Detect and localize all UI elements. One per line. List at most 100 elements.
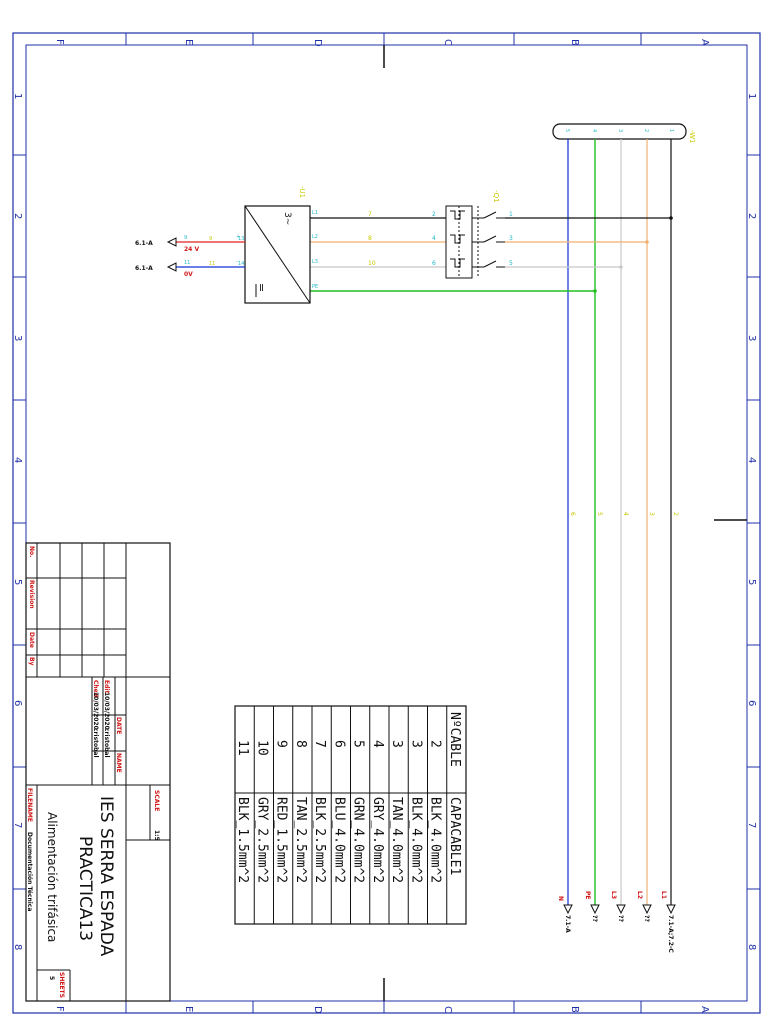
drawing-frame [12,32,761,1014]
ched-by: cristobal [92,728,99,758]
sheets-value: 5 [48,976,55,980]
breaker-pin-2: 2 [432,211,436,218]
breaker-pin-1: 1 [509,211,513,218]
row-label-left-1: 1 [12,93,23,99]
rev-header-revision: Revision [28,580,35,609]
breaker-pin-6: 6 [432,260,436,267]
school-name: IES SERRA ESPADA [96,796,116,957]
dc-wire-number-9: 9 [209,236,212,242]
breaker-tag: -Q1 [492,190,500,203]
dc-voltage-24v: 24 V [184,246,199,253]
row-label-left-8: 8 [12,944,23,950]
cable-table-cell-type: BLK_2.5mm^2 [312,797,327,883]
dc-voltage-0v: 0V [184,271,193,278]
row-label-left-3: 3 [12,335,23,341]
cable-table-cell-type: BLK_4.0mm^2 [428,797,443,883]
breaker-pin-4: 4 [432,235,436,242]
output-label-pe: PE [584,891,591,900]
ched-date: 10/03/2020 [92,692,99,730]
row-label-right-2: 2 [746,213,757,219]
cable-table-cell-type: GRY_2.5mm^2 [254,797,269,883]
col-label-top-b: B [569,39,580,46]
cable-table-cell-type: BLU_4.0mm^2 [331,797,346,883]
output-label-l2: L2 [636,891,643,899]
drawing-title: Alimentación trifásica [45,812,59,942]
col-label-bottom-f: F [54,1006,65,1012]
cable-table-cell-number: 3 [408,740,423,748]
col-label-top-c: C [442,39,453,46]
row-label-left-7: 7 [12,822,23,828]
bus-pin-3: 3 [617,129,623,132]
bus-wire-number-3: 3 [648,512,655,516]
dc-arrow-24v [166,237,177,247]
psu-ac-symbol: 3~ [282,212,292,225]
scale-label: SCALE [153,790,160,811]
cable-table-cell-number: 10 [254,740,269,756]
cable-table-cell-number: 9 [274,740,289,748]
row-label-left-4: 4 [12,457,23,463]
cable-table [234,705,467,925]
bus-pin-1: 1 [668,129,674,132]
row-label-right-3: 3 [746,335,757,341]
row-label-right-6: 6 [746,700,757,706]
inner-border [25,44,748,1002]
cable-table-cell-type: TAN_2.5mm^2 [293,797,308,883]
output-ref-l1: 7.1-A;7.2-C [667,915,674,953]
bus-wire-number-4: 4 [622,512,629,516]
bus-wire-number-2: 2 [672,512,679,516]
rev-header-by: By [28,657,35,666]
col-label-bottom-d: D [312,1006,323,1014]
edit-by: cristobal [103,728,110,758]
filename-value: Documentación Técnica [26,832,33,911]
cable-table-cell-type: BLK_1.5mm^2 [235,797,250,883]
breaker-q1: -Q1 [445,190,505,279]
psu-terminal-pe: PE [312,284,318,290]
cable-table-cell-number: 6 [331,740,346,748]
output-ref-pe: ?? [591,915,598,922]
breaker-pin-5: 5 [509,260,513,267]
junction-l1 [669,216,673,220]
row-label-right-4: 4 [746,457,757,463]
title-block [25,542,171,1002]
junction-l2 [645,240,649,244]
cable-table-cell-type: BLK_4.0mm^2 [408,797,423,883]
col-label-bottom-b: B [569,1006,580,1013]
output-ref-l2: ?? [643,915,650,922]
dc-outputs [166,237,245,272]
col-label-top-f: F [54,39,65,45]
outer-border [12,32,761,1014]
breaker-pin-3: 3 [509,235,513,242]
arrow-l1 [666,904,676,915]
title-block-border [25,542,171,1002]
dc-arrow-0v [166,262,177,272]
name-header: NAME [115,753,122,773]
row-label-left-2: 2 [12,213,23,219]
bus-connector-body [552,123,687,140]
row-label-right-7: 7 [746,822,757,828]
psu-wire-number-7: 7 [368,211,372,218]
psu-wire-number-8: 8 [368,235,372,242]
bus-wire-number-6: 6 [569,512,576,516]
psu-out-minus: - [236,259,238,265]
cable-table-cell-number: 3 [389,740,404,748]
filename-label: FILENAME [26,788,33,822]
cable-table-cell-type: GRN_4.0mm^2 [351,797,366,883]
psu-terminal-l3: L3 [312,259,318,265]
output-label-n: N [557,896,564,901]
bus-wires [567,139,672,905]
output-ref-l3: ?? [617,915,624,922]
col-label-top-a: A [699,39,710,46]
bus-wire-number-5: 5 [596,512,603,516]
psu-dc-symbol: = [255,283,268,292]
row-label-right-5: 5 [746,579,757,585]
sheets-label: SHEETS [58,972,65,998]
cable-table-cell-number: 7 [312,740,327,748]
junction-pe [593,289,597,293]
cable-table-cell-type: TAN_4.0mm^2 [389,797,404,883]
bus-pin-2: 2 [643,129,649,132]
bus-tag: -W1 [688,130,696,144]
cable-table-cell-number: 8 [293,740,308,748]
cable-table-cell-number: 11 [235,740,250,756]
cable-table-header-number: NºCABLE [447,712,462,767]
